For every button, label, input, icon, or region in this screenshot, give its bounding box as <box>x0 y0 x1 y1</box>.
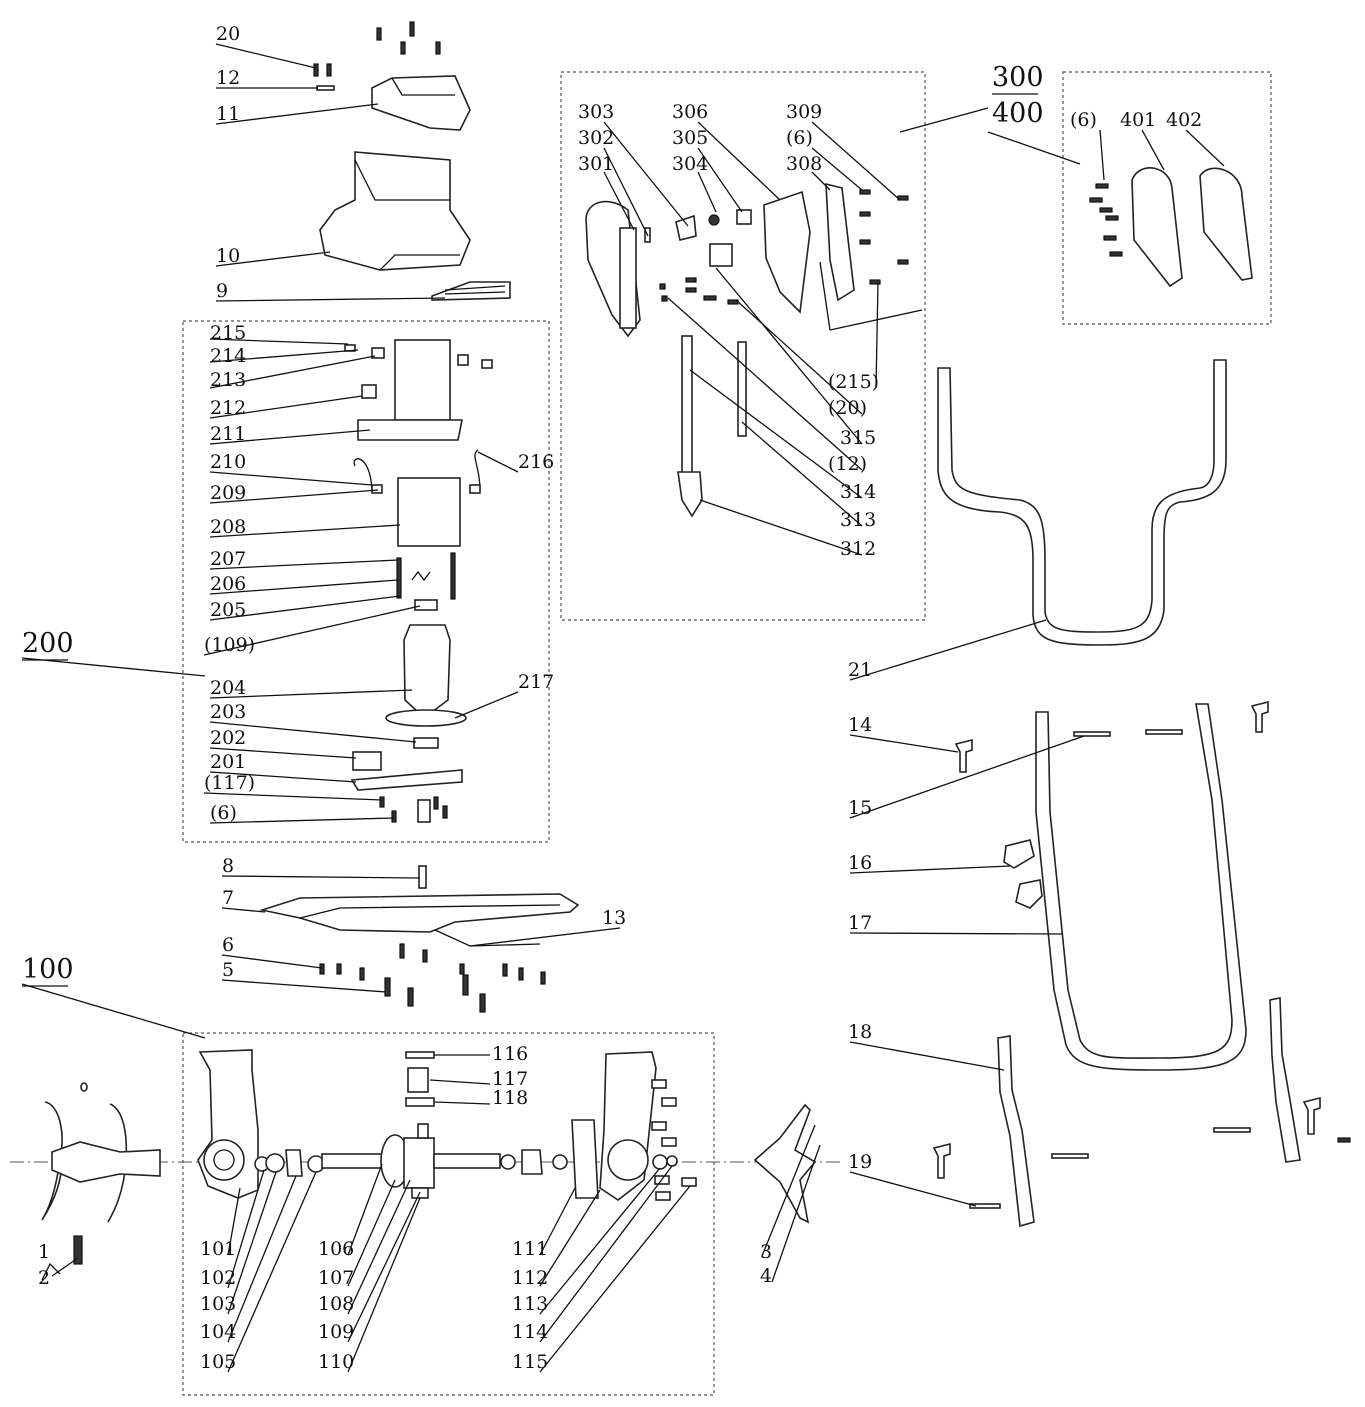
part-label: 109 <box>318 1321 354 1343</box>
part-label: 301 <box>578 153 614 175</box>
assembly-label-300: 300 <box>992 62 1044 93</box>
assembly-label-400: 400 <box>992 98 1044 129</box>
part-label: 103 <box>200 1293 236 1315</box>
part-label: 17 <box>848 912 872 934</box>
part-label: 117 <box>492 1068 528 1090</box>
part-label: 205 <box>210 599 246 621</box>
part-label: 216 <box>518 451 554 473</box>
part-label: 309 <box>786 101 822 123</box>
part-label: 15 <box>848 797 872 819</box>
part-labels: 20 12 11 10 9 215 214 213 212 211 210 21… <box>38 23 1202 1373</box>
part-label: 116 <box>492 1043 528 1065</box>
part-label: 111 <box>512 1238 548 1260</box>
part-label: 201 <box>210 751 246 773</box>
part-label: (20) <box>828 397 867 419</box>
part-label: (117) <box>204 772 255 794</box>
part-label: 106 <box>318 1238 354 1260</box>
part-label: 11 <box>216 103 240 125</box>
part-label: 306 <box>672 101 708 123</box>
part-label: 3 <box>760 1241 772 1263</box>
parts-artwork <box>10 21 1351 1281</box>
part-label: 1 <box>38 1241 50 1263</box>
assembly-box-300 <box>560 71 926 621</box>
part-label: 112 <box>512 1267 548 1289</box>
part-label: 107 <box>318 1267 354 1289</box>
assembly-label-200: 200 <box>22 628 74 659</box>
part-label: 304 <box>672 153 708 175</box>
assembly-callouts: 200 100 300 400 <box>22 62 1044 987</box>
part-label: 118 <box>492 1087 528 1109</box>
part-label: 21 <box>848 659 872 681</box>
part-label: 305 <box>672 127 708 149</box>
part-label: 211 <box>210 423 246 445</box>
assembly-box-100 <box>182 1032 715 1396</box>
part-label: 308 <box>786 153 822 175</box>
part-label: 402 <box>1166 109 1202 131</box>
part-label: 206 <box>210 573 246 595</box>
part-label: 203 <box>210 701 246 723</box>
part-label: 202 <box>210 727 246 749</box>
part-label: 6 <box>222 934 234 956</box>
part-label: 217 <box>518 671 554 693</box>
part-label: 210 <box>210 451 246 473</box>
part-label: 303 <box>578 101 614 123</box>
part-label: 12 <box>216 67 240 89</box>
part-label: 5 <box>222 959 234 981</box>
part-label: 10 <box>216 245 240 267</box>
part-label: 108 <box>318 1293 354 1315</box>
part-label: 302 <box>578 127 614 149</box>
part-label: 213 <box>210 369 246 391</box>
part-label: 101 <box>200 1238 236 1260</box>
part-label: 110 <box>318 1351 354 1373</box>
part-label: (6) <box>786 127 813 149</box>
part-label: 20 <box>216 23 240 45</box>
part-label: 19 <box>848 1151 872 1173</box>
part-label: 312 <box>840 538 876 560</box>
part-label: 207 <box>210 548 246 570</box>
assembly-box-400 <box>1062 71 1272 325</box>
part-label: 18 <box>848 1021 872 1043</box>
part-label: 314 <box>840 481 876 503</box>
part-label: 4 <box>760 1265 772 1287</box>
assembly-label-100: 100 <box>22 954 74 985</box>
part-label: 113 <box>512 1293 548 1315</box>
part-label: 16 <box>848 852 872 874</box>
part-label: 102 <box>200 1267 236 1289</box>
part-label: 315 <box>840 427 876 449</box>
part-label: 313 <box>840 509 876 531</box>
part-label: 214 <box>210 345 246 367</box>
part-label: 115 <box>512 1351 548 1373</box>
part-label: 2 <box>38 1267 50 1289</box>
part-label: 7 <box>222 887 234 909</box>
part-label: (6) <box>1070 109 1097 131</box>
part-label: (215) <box>828 371 879 393</box>
part-label: 9 <box>216 280 228 302</box>
part-label: 14 <box>848 714 872 736</box>
leader-lines <box>21 43 1225 1373</box>
part-label: 401 <box>1120 109 1156 131</box>
part-label: 104 <box>200 1321 236 1343</box>
part-label: 13 <box>602 907 626 929</box>
part-label: (12) <box>828 453 867 475</box>
part-label: 209 <box>210 482 246 504</box>
part-label: 105 <box>200 1351 236 1373</box>
part-label: 114 <box>512 1321 548 1343</box>
part-label: (6) <box>210 802 237 824</box>
part-label: 8 <box>222 855 234 877</box>
part-label: 204 <box>210 677 246 699</box>
part-label: (109) <box>204 634 255 656</box>
part-label: 208 <box>210 516 246 538</box>
part-label: 212 <box>210 397 246 419</box>
assembly-box-200 <box>182 320 550 843</box>
part-label: 215 <box>210 322 246 344</box>
